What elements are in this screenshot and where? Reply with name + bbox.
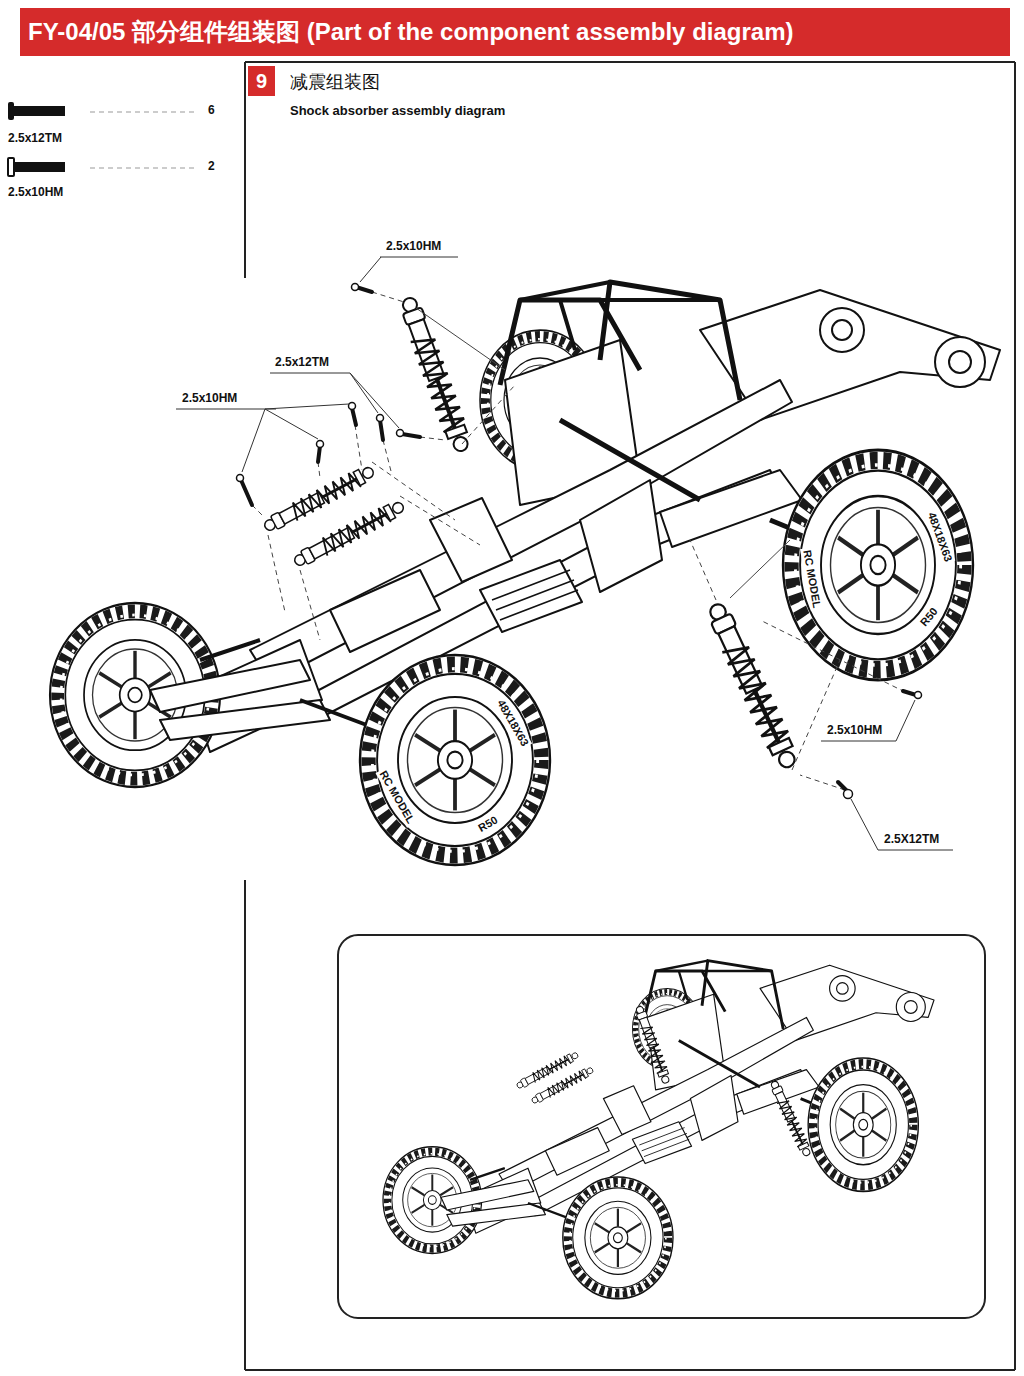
parts-list-icons bbox=[8, 102, 195, 176]
guide-lines-part bbox=[420, 437, 445, 440]
callout-leaders-part bbox=[350, 373, 378, 413]
screws-part bbox=[397, 430, 404, 437]
screws-part bbox=[237, 475, 244, 482]
guide-lines-part bbox=[462, 385, 515, 444]
tire-marking: 48X18X63 bbox=[494, 696, 533, 750]
guide-lines-part bbox=[400, 496, 480, 545]
title-band: FY-04/05 部分组件组装图 (Part of the component … bbox=[20, 8, 1010, 56]
callout-label: 2.5x10HM bbox=[825, 724, 884, 738]
guide-lines-part bbox=[372, 292, 404, 302]
part-quantity: 6 bbox=[208, 104, 215, 118]
screws-part bbox=[352, 284, 359, 291]
callout-label: 2.5x10HM bbox=[180, 392, 239, 406]
part-quantity: 2 bbox=[208, 160, 215, 174]
tire-marking: RC MODEL bbox=[376, 767, 418, 828]
guide-lines bbox=[252, 292, 905, 790]
page-frame bbox=[245, 62, 1015, 1370]
exploded-shocks-part bbox=[261, 462, 377, 535]
guide-lines-part bbox=[383, 440, 392, 475]
page-frame-part bbox=[245, 1369, 1015, 1371]
car-main bbox=[50, 282, 1000, 865]
screws-part bbox=[402, 434, 420, 437]
parts-list-icons-part bbox=[8, 158, 14, 176]
screws-part bbox=[380, 420, 383, 440]
mount-line-part bbox=[416, 308, 505, 370]
callout-leaders-part bbox=[242, 409, 265, 472]
guide-lines-part bbox=[355, 425, 362, 470]
part-name: 2.5x10HM bbox=[8, 186, 63, 200]
tire-marking: 48X18X63 bbox=[925, 509, 956, 565]
callout-leaders-part bbox=[265, 409, 318, 439]
guide-lines-part bbox=[252, 505, 262, 515]
car-inset-part bbox=[383, 961, 934, 1299]
tire-marking: R50 bbox=[474, 812, 501, 835]
callout-leaders-part bbox=[380, 257, 458, 258]
callout-leaders bbox=[176, 257, 953, 850]
guide-lines-part bbox=[372, 462, 455, 520]
screws-part bbox=[241, 480, 252, 505]
step-number-box: 9 bbox=[248, 66, 275, 96]
page-frame-part bbox=[244, 62, 246, 278]
part-name: 2.5x12TM bbox=[8, 132, 62, 146]
tire-marking: RC MODEL bbox=[800, 547, 823, 611]
inset-frame bbox=[338, 935, 985, 1318]
screws-part bbox=[352, 408, 356, 425]
parts-list-icons-part bbox=[8, 102, 14, 120]
car-inset-part bbox=[530, 1065, 595, 1106]
screws-part bbox=[318, 446, 320, 462]
guide-lines-part bbox=[690, 540, 716, 600]
guide-lines-part bbox=[792, 660, 840, 770]
guide-lines-part bbox=[760, 620, 905, 692]
step-heading: 减震组装图 bbox=[290, 72, 380, 93]
page-frame-part bbox=[1014, 62, 1016, 1370]
parts-list-icons-part bbox=[90, 112, 195, 113]
exploded-shocks-part bbox=[703, 599, 802, 772]
screws-part bbox=[317, 441, 324, 448]
title-text: FY-04/05 部分组件组装图 (Part of the component … bbox=[20, 8, 794, 56]
callout-leaders-part bbox=[360, 257, 381, 282]
parts-list-icons-part bbox=[14, 162, 65, 172]
guide-lines-part bbox=[318, 462, 320, 478]
callout-leaders-part bbox=[821, 741, 896, 742]
guide-lines-part bbox=[268, 535, 285, 612]
callout-leaders-part bbox=[265, 404, 349, 409]
screws-part bbox=[377, 415, 384, 422]
screws bbox=[237, 284, 922, 799]
step-number: 9 bbox=[256, 71, 267, 91]
car-inset-part bbox=[633, 1005, 672, 1085]
tire-marking: R50 bbox=[916, 604, 941, 631]
car-inset-part bbox=[768, 1079, 813, 1157]
callout-label: 2.5X12TM bbox=[882, 833, 941, 847]
page-frame-part bbox=[244, 880, 246, 1370]
callout-label: 2.5x10HM bbox=[384, 240, 443, 254]
page-frame-part bbox=[245, 61, 1015, 63]
mount-line bbox=[416, 308, 790, 598]
exploded-shocks-part bbox=[291, 497, 407, 570]
callout-leaders-part bbox=[176, 409, 276, 410]
callout-label: 2.5x12TM bbox=[273, 356, 331, 370]
car-inset bbox=[383, 961, 934, 1299]
parts-list-icons-part bbox=[90, 168, 195, 169]
callout-leaders-part bbox=[878, 850, 953, 851]
mount-line-part bbox=[730, 540, 790, 598]
parts-list-icons-part bbox=[14, 106, 65, 116]
step-heading: Shock absorber assembly diagram bbox=[290, 104, 505, 119]
guide-lines-part bbox=[800, 775, 845, 790]
screws-part bbox=[349, 403, 356, 410]
screws-part bbox=[915, 692, 922, 699]
screws-part bbox=[838, 782, 846, 790]
callout-leaders-part bbox=[896, 700, 915, 741]
callout-leaders-part bbox=[851, 799, 878, 850]
callout-leaders-part bbox=[350, 373, 399, 428]
screws-part bbox=[844, 790, 853, 799]
callout-leaders-part bbox=[270, 373, 350, 374]
guide-lines-part bbox=[300, 570, 320, 640]
car-inset-part bbox=[515, 1050, 580, 1091]
exploded-shocks-part bbox=[396, 294, 474, 454]
exploded-shocks bbox=[261, 294, 802, 772]
